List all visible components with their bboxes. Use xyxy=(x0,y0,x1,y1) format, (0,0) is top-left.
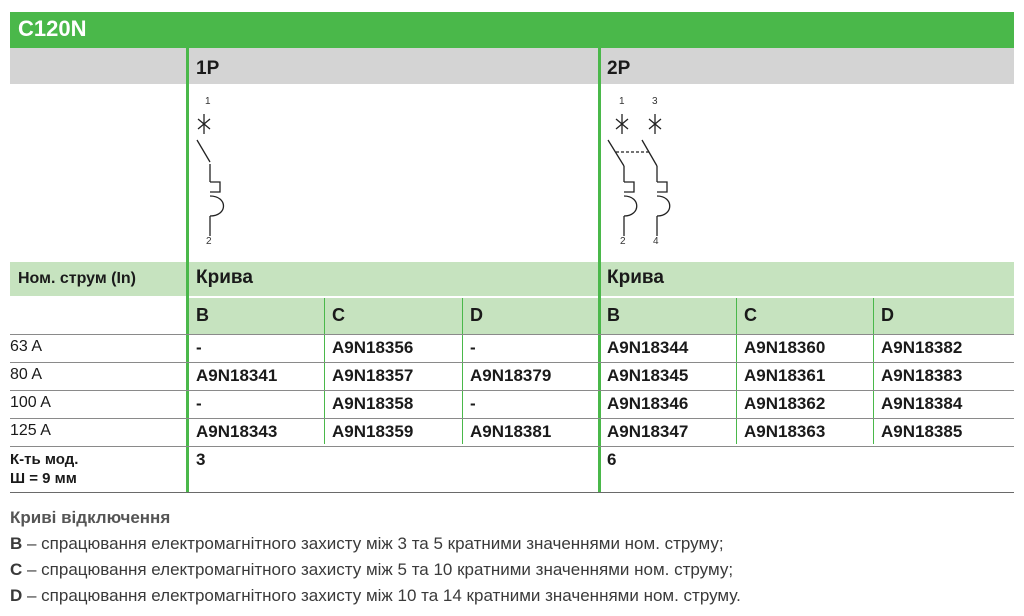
modules-label: К-ть мод. Ш = 9 мм xyxy=(10,450,78,488)
table-cell: A9N18361 xyxy=(744,366,826,385)
table-cell: A9N18383 xyxy=(881,366,963,385)
row-label: 125 A xyxy=(10,422,51,439)
table-cell: A9N18346 xyxy=(607,394,689,413)
poles-header xyxy=(10,48,1014,84)
table-cell: A9N18382 xyxy=(881,338,963,357)
column-divider xyxy=(462,298,463,444)
curve-c-2p: C xyxy=(744,305,757,325)
table-cell: A9N18356 xyxy=(332,338,414,357)
modules-label-line-1: К-ть мод. xyxy=(10,451,79,468)
pole-2p-label: 2P xyxy=(607,58,631,79)
curve-header-band xyxy=(188,262,1014,296)
schematic-1p-icon xyxy=(196,114,225,236)
curve-b-1p: B xyxy=(196,305,209,325)
terminal-4-label: 4 xyxy=(653,236,659,247)
table-cell: A9N18341 xyxy=(196,366,278,385)
table-cell: - xyxy=(196,394,202,413)
table-cell: A9N18345 xyxy=(607,366,689,385)
footer-line-d: D – спрацювання електромагнітного захист… xyxy=(10,586,741,606)
table-cell: A9N18357 xyxy=(332,366,414,385)
table-cell: - xyxy=(470,338,476,357)
table-cell: - xyxy=(470,394,476,413)
modules-1p-value: 3 xyxy=(196,450,206,469)
row-separator xyxy=(10,390,1014,391)
table-cell: A9N18358 xyxy=(332,394,414,413)
table-cell: A9N18363 xyxy=(744,422,826,441)
table-cell: A9N18359 xyxy=(332,422,414,441)
footer-line-b: B – спрацювання електромагнітного захист… xyxy=(10,534,724,554)
table-bottom-border xyxy=(10,492,1014,493)
curve-header-1p: Крива xyxy=(196,267,253,288)
table-cell: A9N18343 xyxy=(196,422,278,441)
table-cell: - xyxy=(196,338,202,357)
curve-header-2p: Крива xyxy=(607,267,664,288)
table-cell: A9N18385 xyxy=(881,422,963,441)
footer-letter: C xyxy=(10,560,23,579)
column-divider xyxy=(324,298,325,444)
row-label: 100 A xyxy=(10,394,51,411)
section-divider-left xyxy=(186,48,189,492)
row-separator xyxy=(10,362,1014,363)
footer-line-c: C – спрацювання електромагнітного захист… xyxy=(10,560,733,580)
row-label: 80 A xyxy=(10,366,43,383)
table-cell: A9N18379 xyxy=(470,366,552,385)
row-separator xyxy=(10,446,1014,447)
terminal-2-label: 2 xyxy=(206,236,212,247)
table-cell: A9N18344 xyxy=(607,338,689,357)
product-title: C120N xyxy=(18,16,87,41)
footer-letter: B xyxy=(10,534,23,553)
curve-c-1p: C xyxy=(332,305,345,325)
modules-2p-value: 6 xyxy=(607,450,617,469)
table-cell: A9N18381 xyxy=(470,422,552,441)
column-divider xyxy=(736,298,737,444)
nominal-current-header: Ном. струм (In) xyxy=(18,270,136,287)
table-cell: A9N18362 xyxy=(744,394,826,413)
terminal-3-label: 3 xyxy=(652,96,658,107)
curve-d-1p: D xyxy=(470,305,483,325)
column-divider xyxy=(873,298,874,444)
table-cell: A9N18347 xyxy=(607,422,689,441)
curve-d-2p: D xyxy=(881,305,894,325)
section-divider-right xyxy=(598,48,601,492)
pole-1p-label: 1P xyxy=(196,58,220,79)
title-bar xyxy=(10,12,1014,48)
table-cell: A9N18360 xyxy=(744,338,826,357)
table-cell: A9N18384 xyxy=(881,394,963,413)
row-separator xyxy=(10,418,1014,419)
schematic-2p-icon xyxy=(607,114,671,236)
footer-letter: D xyxy=(10,586,23,605)
curve-b-2p: B xyxy=(607,305,620,325)
row-separator xyxy=(10,334,1014,335)
footer-text: – спрацювання електромагнітного захисту … xyxy=(22,586,741,605)
terminal-1-label: 1 xyxy=(619,96,625,107)
modules-label-line-2: Ш = 9 мм xyxy=(10,470,77,487)
nominal-header-cell xyxy=(10,262,187,296)
curve-letters-band xyxy=(188,298,1014,334)
row-label: 63 A xyxy=(10,338,43,355)
footer-title: Криві відключення xyxy=(10,508,171,527)
terminal-1-label: 1 xyxy=(205,96,211,107)
footer-text: – спрацювання електромагнітного захисту … xyxy=(22,534,724,553)
terminal-2-label: 2 xyxy=(620,236,626,247)
footer-text: – спрацювання електромагнітного захисту … xyxy=(22,560,734,579)
